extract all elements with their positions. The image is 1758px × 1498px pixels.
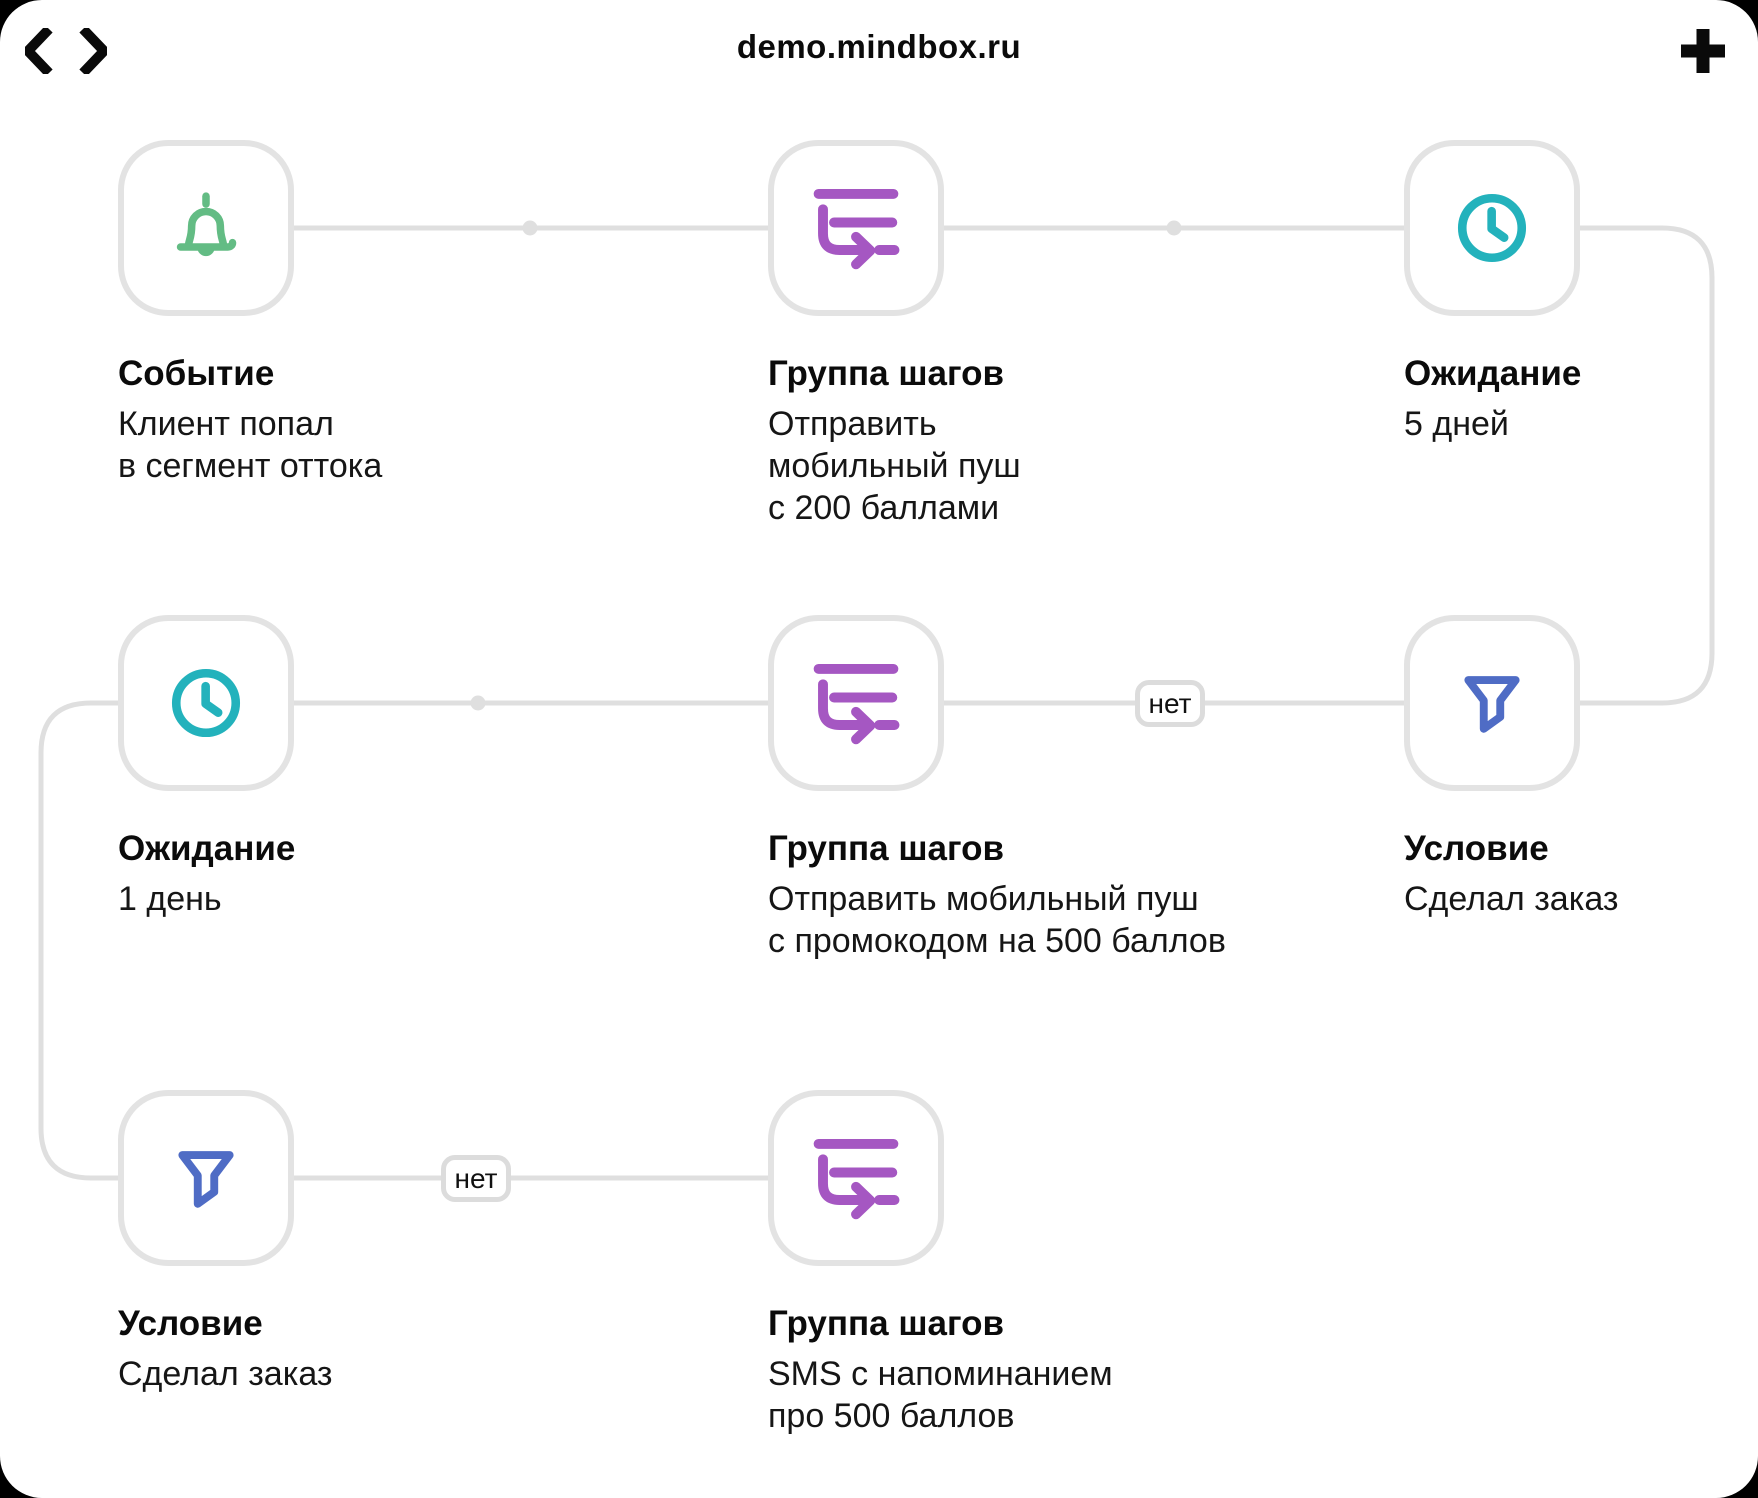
steps-group-icon bbox=[813, 663, 900, 745]
connector-dot bbox=[522, 220, 538, 236]
node-description-line: Отправить мобильный пуш bbox=[768, 880, 1199, 918]
connector-wait1d-condition2 bbox=[38, 700, 124, 1181]
connector-dot bbox=[1166, 220, 1182, 236]
funnel-icon bbox=[1464, 676, 1520, 733]
node-description-line: Сделал заказ bbox=[118, 1355, 333, 1393]
node-event[interactable] bbox=[118, 140, 294, 316]
node-title: Условие bbox=[118, 1304, 263, 1343]
node-steps-3-caption: Группа шагов SMS с напоминанием про 500 … bbox=[768, 1302, 1288, 1437]
node-event-caption: Событие Клиент попал в сегмент оттока bbox=[118, 352, 638, 487]
node-title: Ожидание bbox=[118, 829, 296, 868]
connector-dot bbox=[470, 695, 486, 711]
bell-icon bbox=[176, 192, 237, 257]
plus-icon bbox=[1681, 29, 1725, 73]
connector-wait5d-condition1 bbox=[1574, 225, 1715, 706]
node-condition-2-caption: Условие Сделал заказ bbox=[118, 1302, 638, 1395]
back-button[interactable] bbox=[25, 28, 53, 74]
node-steps-1[interactable] bbox=[768, 140, 944, 316]
node-description-line: с 200 баллами bbox=[768, 489, 1000, 527]
edge-label-no: нет bbox=[1135, 680, 1205, 727]
node-steps-2[interactable] bbox=[768, 615, 944, 791]
node-description-line: Отправить bbox=[768, 405, 937, 443]
forward-button[interactable] bbox=[79, 28, 107, 74]
clock-icon bbox=[1457, 193, 1527, 263]
node-title: Событие bbox=[118, 354, 275, 393]
node-steps-1-caption: Группа шагов Отправить мобильный пуш с 2… bbox=[768, 352, 1288, 529]
node-wait-5d-caption: Ожидание 5 дней bbox=[1404, 352, 1758, 445]
node-title: Группа шагов bbox=[768, 829, 1005, 868]
node-title: Группа шагов bbox=[768, 1304, 1005, 1343]
node-title: Условие bbox=[1404, 829, 1549, 868]
node-description-line: с промокодом на 500 баллов bbox=[768, 922, 1226, 960]
node-description-line: мобильный пуш bbox=[768, 447, 1021, 485]
page-title: demo.mindbox.ru bbox=[736, 28, 1022, 65]
clock-icon bbox=[171, 668, 241, 738]
node-title: Группа шагов bbox=[768, 354, 1005, 393]
node-description-line: SMS с напоминанием bbox=[768, 1355, 1113, 1393]
node-wait-5d[interactable] bbox=[1404, 140, 1580, 316]
node-condition-1[interactable] bbox=[1404, 615, 1580, 791]
node-description-line: про 500 баллов bbox=[768, 1397, 1015, 1435]
edge-label-no: нет bbox=[441, 1155, 511, 1202]
node-condition-2[interactable] bbox=[118, 1090, 294, 1266]
funnel-icon bbox=[178, 1151, 234, 1208]
node-steps-2-caption: Группа шагов Отправить мобильный пуш с п… bbox=[768, 827, 1288, 962]
steps-group-icon bbox=[813, 188, 900, 270]
node-wait-1d-caption: Ожидание 1 день bbox=[118, 827, 638, 920]
steps-group-icon bbox=[813, 1138, 900, 1220]
node-description-line: 1 день bbox=[118, 880, 222, 918]
add-button[interactable] bbox=[1679, 27, 1727, 75]
node-description-line: 5 дней bbox=[1404, 405, 1509, 443]
node-steps-3[interactable] bbox=[768, 1090, 944, 1266]
node-description-line: в сегмент оттока bbox=[118, 447, 383, 485]
node-description-line: Сделал заказ bbox=[1404, 880, 1619, 918]
node-condition-1-caption: Условие Сделал заказ bbox=[1404, 827, 1758, 920]
node-wait-1d[interactable] bbox=[118, 615, 294, 791]
node-description-line: Клиент попал bbox=[118, 405, 334, 443]
node-title: Ожидание bbox=[1404, 354, 1582, 393]
nav-arrows bbox=[25, 28, 107, 74]
